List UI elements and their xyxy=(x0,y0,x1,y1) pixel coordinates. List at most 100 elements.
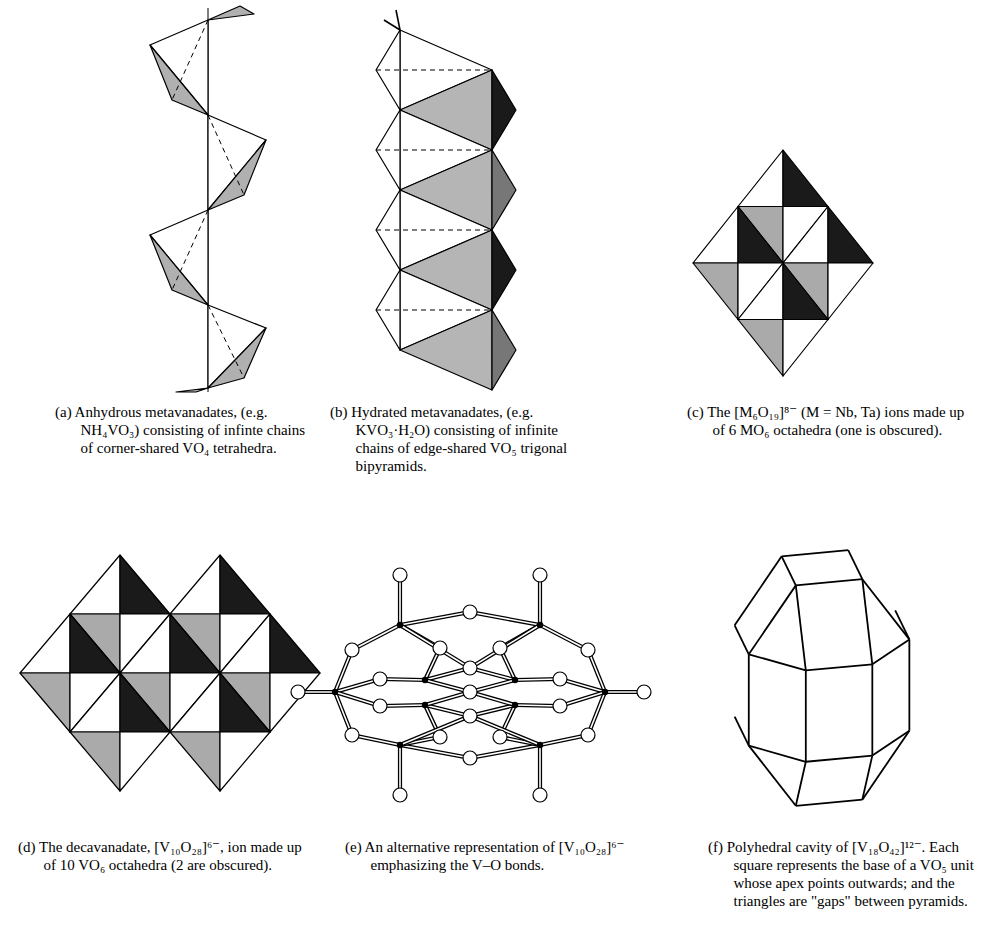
vo-bond xyxy=(470,625,540,668)
cavity-edge xyxy=(749,654,806,670)
oxygen-atom xyxy=(493,641,507,655)
tetrahedron-fragment xyxy=(208,6,254,20)
octahedron-face xyxy=(270,673,320,732)
vo-bond-core xyxy=(352,625,400,650)
cavity-edge xyxy=(749,585,796,654)
octahedron-face xyxy=(170,555,220,614)
oxygen-atom xyxy=(533,788,547,802)
octahedron-face xyxy=(783,320,828,377)
octahedron-face xyxy=(783,263,828,320)
oxygen-atom xyxy=(393,788,407,802)
tetrahedron-face xyxy=(208,115,266,210)
figure-caption: (c) The [M₆O₁₉]⁸⁻ (M = Nb, Ta) ions made… xyxy=(687,403,972,439)
octahedron-face xyxy=(738,320,783,377)
vo-bond-core xyxy=(400,625,470,668)
oxygen-atom xyxy=(345,728,359,742)
octahedron-face xyxy=(220,673,270,732)
oxygen-atom xyxy=(581,643,595,657)
octahedron-face xyxy=(783,207,828,264)
octahedron-face xyxy=(693,263,738,320)
bipyramid-chain xyxy=(376,10,516,390)
vo-bond-core xyxy=(470,716,540,745)
oxygen-atom xyxy=(463,605,477,619)
cavity-edge xyxy=(862,579,909,639)
oxygen-atom xyxy=(373,672,387,686)
octahedron-face xyxy=(738,263,783,320)
oxygen-atom xyxy=(463,751,477,765)
hidden-edge xyxy=(208,305,244,378)
octahedron-face xyxy=(220,555,270,614)
vo-bond xyxy=(470,612,540,625)
octahedron-face xyxy=(120,673,170,732)
vo-bond-core xyxy=(400,716,470,745)
cavity-edge xyxy=(782,550,849,556)
hidden-edge xyxy=(376,310,492,311)
oxygen-atom xyxy=(553,699,567,713)
oxygen-atom xyxy=(373,699,387,713)
oxygen-atom xyxy=(581,728,595,742)
octahedron-face xyxy=(120,555,170,614)
octahedron-face xyxy=(70,673,120,732)
octahedron-face xyxy=(783,263,828,320)
cavity-edge xyxy=(806,756,873,762)
figure-caption: (b) Hydrated metavanadates, (e.g. KVO₃·H… xyxy=(330,403,580,475)
cavity-edge xyxy=(796,579,863,585)
ball-and-stick-model xyxy=(291,568,651,802)
octahedron-face xyxy=(120,614,170,673)
octahedron-face xyxy=(738,150,783,207)
octahedron-face xyxy=(693,207,738,264)
tetrahedron-face xyxy=(208,328,266,388)
hidden-edge xyxy=(172,210,208,290)
octahedron-face xyxy=(70,614,120,673)
octahedron-face xyxy=(170,614,220,673)
vo-bond xyxy=(400,612,470,625)
vo-bond-core xyxy=(400,745,470,758)
octahedron-face xyxy=(170,732,220,791)
vanadium-atom xyxy=(537,742,543,748)
oxygen-atom xyxy=(493,730,507,744)
octahedron-face xyxy=(270,614,320,673)
cavity-edge xyxy=(796,762,806,806)
octahedron-face xyxy=(738,207,783,264)
cavity-edge xyxy=(806,664,873,670)
vo-bond xyxy=(400,745,470,758)
cavity-edge xyxy=(749,746,806,762)
bipyramid-face xyxy=(492,150,516,230)
vo-bond xyxy=(470,745,540,758)
octahedron-face xyxy=(220,614,270,673)
tetrahedron-face xyxy=(150,210,208,305)
vanadium-atom xyxy=(602,689,608,695)
vanadium-atom xyxy=(332,689,338,695)
cavity-edge xyxy=(872,731,909,756)
cavity-edge xyxy=(782,556,796,585)
polyhedral-cavity xyxy=(735,550,910,806)
octahedron-face xyxy=(783,150,828,207)
vanadium-atom xyxy=(422,702,428,708)
cavity-edge xyxy=(805,670,807,761)
octahedron-face xyxy=(20,673,70,732)
cavity-edge xyxy=(735,717,749,746)
bipyramid-face xyxy=(492,70,516,150)
cavity-edge xyxy=(871,664,873,755)
bipyramid-face xyxy=(492,230,516,310)
tetrahedra-chain xyxy=(150,6,266,392)
cavity-edge xyxy=(748,654,750,745)
cavity-edge xyxy=(872,639,909,664)
hidden-edge xyxy=(376,230,492,231)
oxygen-atom xyxy=(553,672,567,686)
octahedron-face xyxy=(20,614,70,673)
vo-bond-core xyxy=(470,745,540,758)
oxygen-atom xyxy=(533,568,547,582)
octahedron-face xyxy=(120,732,170,791)
oxygen-atom xyxy=(433,730,447,744)
tetrahedron-face xyxy=(150,45,208,115)
bipyramid-face xyxy=(400,310,492,390)
vanadium-atom xyxy=(512,677,518,683)
hexametalate-cluster xyxy=(693,150,873,376)
tetrahedron-face xyxy=(208,140,266,210)
octahedron-face xyxy=(170,673,220,732)
oxygen-atom xyxy=(345,643,359,657)
